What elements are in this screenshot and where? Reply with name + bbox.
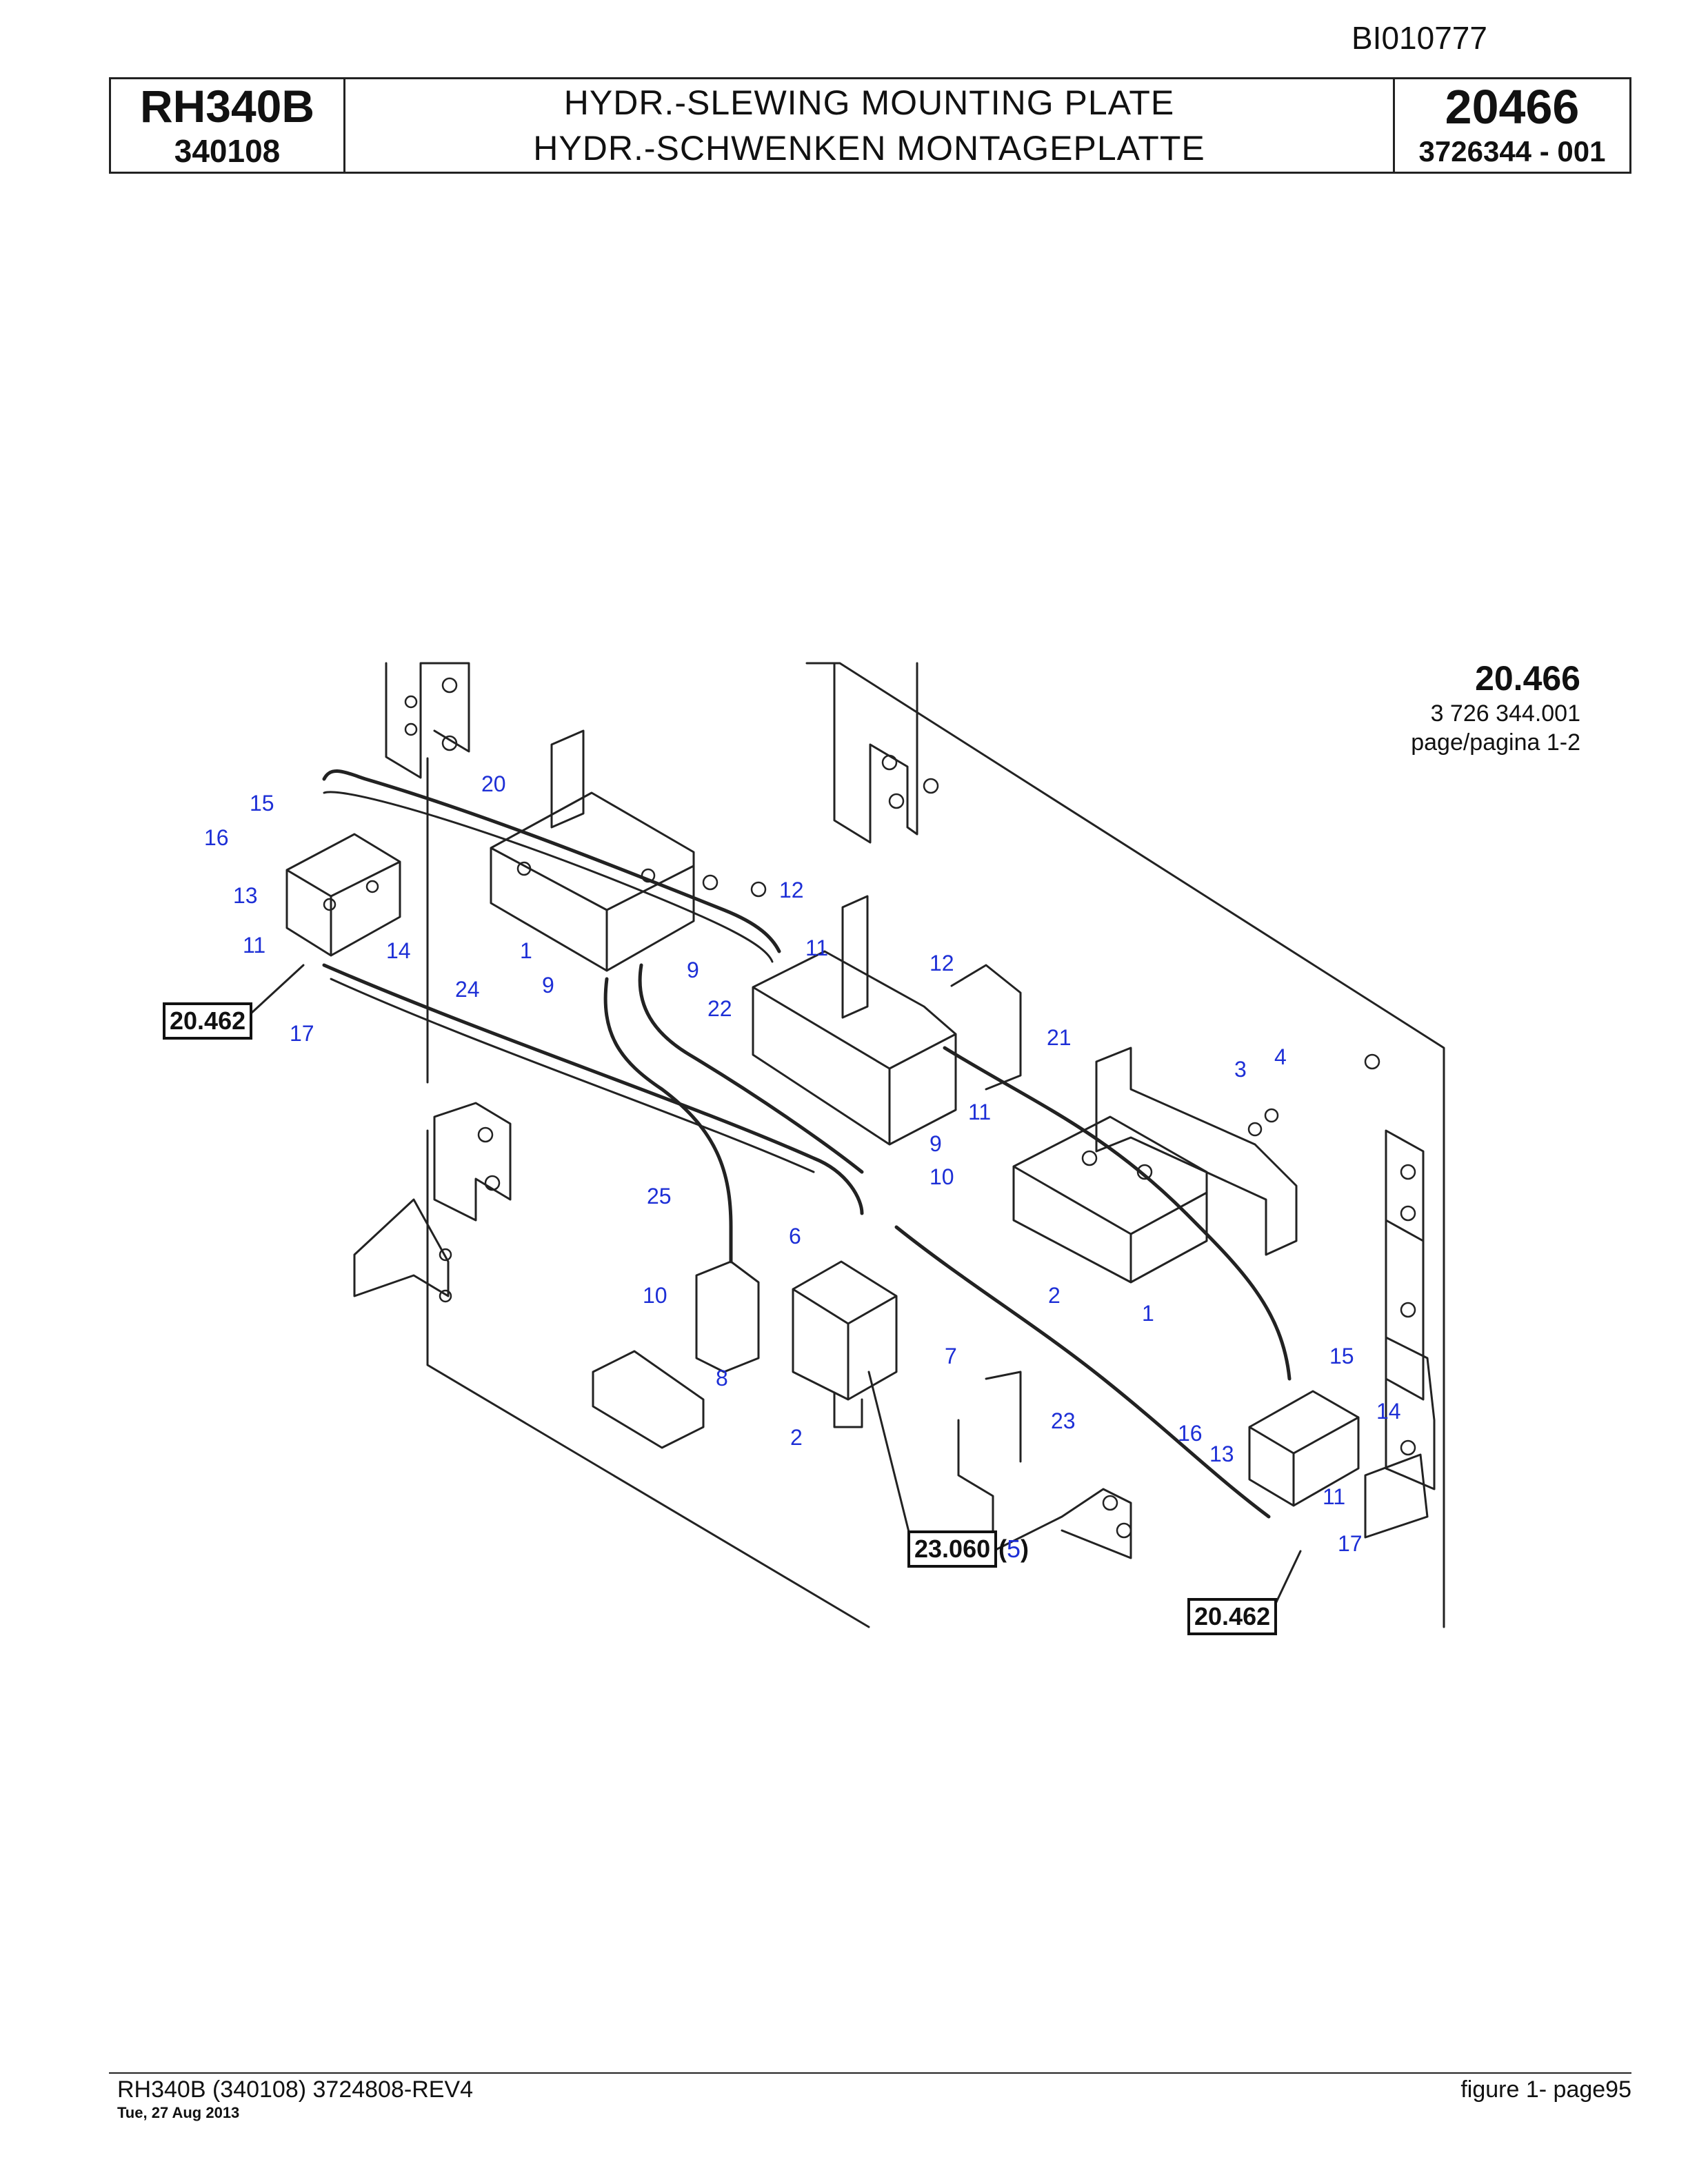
block-left-14	[285, 833, 401, 957]
left-bracket-low	[353, 1198, 450, 1297]
callout-11-a: 11	[805, 936, 829, 960]
valve-bracket-mid	[841, 895, 1022, 1091]
model-cell: RH340B 340108	[111, 79, 345, 172]
leader-20462-left	[250, 964, 305, 1015]
callout-6: 6	[789, 1224, 801, 1248]
callout-25: 25	[647, 1184, 672, 1209]
plate-left-edge	[426, 1129, 870, 1628]
callout-15-right: 15	[1329, 1344, 1354, 1368]
hose-20	[322, 769, 781, 953]
callout-10-a: 10	[930, 1164, 954, 1189]
document-code: BI010777	[1352, 20, 1487, 56]
callout-20: 20	[481, 771, 506, 796]
callout-21: 21	[1047, 1025, 1072, 1050]
callout-8: 8	[716, 1366, 728, 1391]
callout-14-left: 14	[386, 938, 411, 963]
drawing-page: page/pagina 1-2	[1411, 729, 1580, 756]
block-lower-left	[695, 1260, 760, 1373]
title-english: HYDR.-SLEWING MOUNTING PLATE	[563, 83, 1175, 122]
callout-4: 4	[1274, 1044, 1287, 1069]
suffix-open: (	[998, 1535, 1007, 1563]
callout-1-right: 1	[1142, 1301, 1154, 1326]
right-bracket-3	[1364, 1453, 1429, 1539]
callout-17-left: 17	[290, 1021, 314, 1046]
hose-25	[603, 977, 733, 1264]
callout-15-left: 15	[250, 791, 274, 816]
callout-24: 24	[455, 977, 480, 1002]
leader-20462-right	[1274, 1550, 1302, 1605]
top-bracket	[833, 662, 918, 844]
callout-11-b: 11	[968, 1100, 992, 1124]
callout-11-left: 11	[243, 933, 266, 958]
callout-1-upper: 1	[520, 938, 532, 963]
valve-lower	[792, 1260, 898, 1401]
callout-9-b: 9	[687, 958, 699, 982]
title-german: HYDR.-SCHWENKEN MONTAGEPLATTE	[533, 129, 1205, 168]
bracket-lower-right	[957, 1371, 1132, 1559]
callout-12-b: 12	[930, 951, 954, 975]
callout-12-a: 12	[779, 878, 804, 902]
title-block: RH340B 340108 HYDR.-SLEWING MOUNTING PLA…	[109, 77, 1631, 174]
left-bracket-top	[385, 662, 470, 779]
callout-17-right: 17	[1338, 1531, 1363, 1556]
ref-box-23060-suffix: (5)	[998, 1535, 1029, 1564]
callout-13-right: 13	[1209, 1442, 1234, 1466]
callout-13-left: 13	[233, 883, 258, 908]
right-bracket-1	[1385, 1129, 1425, 1401]
callout-11-right: 11	[1323, 1484, 1346, 1509]
callout-23: 23	[1051, 1408, 1076, 1433]
callout-9-c: 9	[930, 1131, 942, 1156]
ref-box-20462-right[interactable]: 20.462	[1187, 1598, 1278, 1635]
drawing-number: 20.466	[1475, 659, 1580, 698]
callout-2-lower: 2	[790, 1425, 803, 1450]
drawing-part: 3 726 344.001	[1430, 700, 1580, 727]
footer-document: RH340B (340108) 3724808-REV4	[117, 2076, 474, 2103]
right-bracket-2	[1385, 1336, 1436, 1490]
hose-21	[943, 1046, 1292, 1381]
callout-14-right: 14	[1376, 1399, 1401, 1424]
footer-divider	[109, 2072, 1631, 2074]
bracket-lower-left	[592, 1350, 705, 1449]
block-right-14	[1248, 1390, 1360, 1507]
suffix-close: )	[1021, 1535, 1029, 1563]
callout-7: 7	[945, 1344, 957, 1368]
figure-number: 20466	[1445, 80, 1580, 134]
callout-16-right: 16	[1178, 1421, 1203, 1446]
footer-page: figure 1- page95	[1460, 2076, 1631, 2103]
callout-22: 22	[707, 996, 732, 1021]
drawing-reference: 20.466 3 726 344.001 page/pagina 1-2	[1411, 658, 1580, 757]
callout-16-left: 16	[204, 825, 229, 850]
title-cell: HYDR.-SLEWING MOUNTING PLATE HYDR.-SCHWE…	[345, 79, 1395, 172]
suffix-value: 5	[1007, 1535, 1021, 1563]
part-number: 3726344 - 001	[1418, 135, 1606, 168]
ref-box-23060[interactable]: 23.060	[907, 1530, 998, 1568]
callout-3: 3	[1234, 1057, 1247, 1082]
valve-block-mid	[752, 950, 957, 1146]
footer-date: Tue, 27 Aug 2013	[117, 2104, 240, 2121]
hose-24	[322, 963, 864, 1215]
mounting-plate	[805, 662, 1445, 1628]
callout-9-a: 9	[542, 973, 554, 998]
callout-10-b: 10	[643, 1283, 667, 1308]
leader-23060	[867, 1371, 912, 1539]
serial-number: 340108	[174, 133, 281, 169]
figure-cell: 20466 3726344 - 001	[1395, 79, 1629, 172]
hose-23	[894, 1225, 1271, 1519]
hose-22	[638, 963, 864, 1174]
callout-2-right: 2	[1048, 1283, 1061, 1308]
valve-block-upper-side	[550, 729, 585, 829]
valve-block-right	[1012, 1115, 1208, 1284]
ref-box-20462-left[interactable]: 20.462	[163, 1002, 253, 1040]
left-bracket-mid	[433, 1102, 512, 1222]
bracket-right-upper	[1095, 1046, 1298, 1256]
valve-lower-stem	[833, 1391, 863, 1428]
model-name: RH340B	[139, 81, 315, 132]
